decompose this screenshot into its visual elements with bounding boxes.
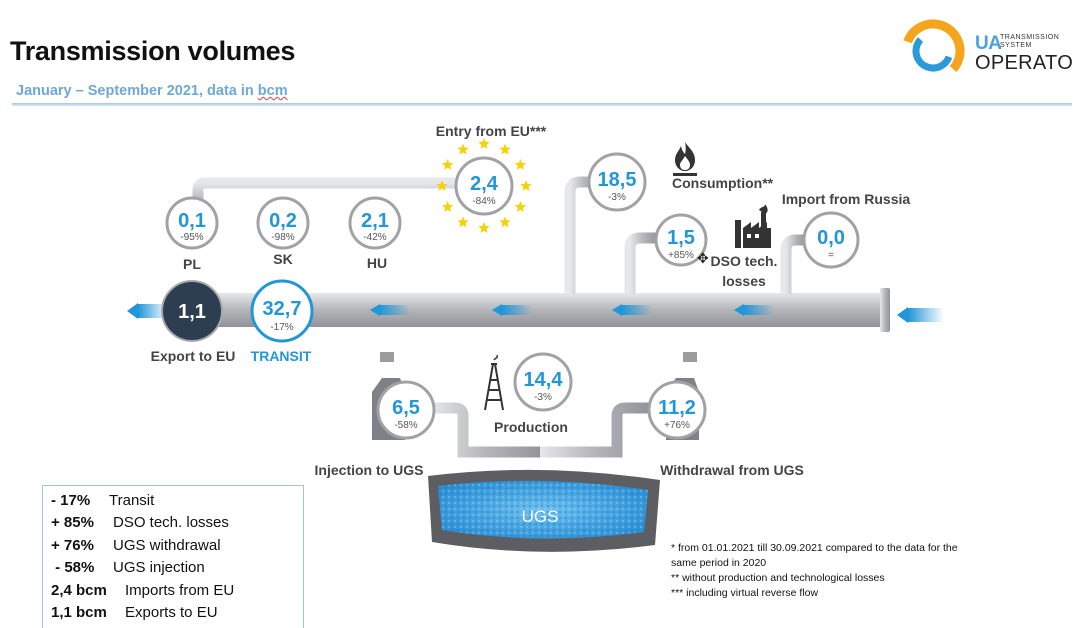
hu-change: -42% — [363, 232, 386, 243]
withdrawal-ugs-pipe — [540, 402, 650, 458]
eu-branch-pipe — [192, 177, 455, 219]
mouse-cursor-icon: ✥ — [697, 250, 709, 266]
sk-node — [256, 196, 310, 250]
pl-label: PL — [183, 256, 201, 272]
entry-eu-value: 2,4 — [470, 173, 499, 195]
hu-label: HU — [367, 255, 387, 271]
eu-star-icon — [514, 201, 527, 212]
dso-label-line1: DSO tech. — [711, 253, 778, 269]
logo-system-text: SYSTEM — [1000, 42, 1032, 49]
injection-value: 6,5 — [392, 397, 420, 419]
flow-arrows — [370, 304, 774, 316]
injection-label: Injection to UGS — [315, 462, 424, 478]
main-pipe-end-flange — [880, 288, 890, 332]
logo-ua-text: UA — [975, 33, 1002, 54]
sk-change: -98% — [271, 232, 294, 243]
footnotes: * from 01.01.2021 till 30.09.2021 compar… — [671, 541, 961, 601]
consumption-pipe — [564, 176, 600, 294]
logo-operator-text: OPERATOR — [975, 52, 1073, 74]
consumption-value: 18,5 — [598, 169, 637, 191]
withdrawal-change: +76% — [664, 420, 690, 431]
dso-label-line2: losses — [722, 273, 766, 289]
inflow-arrow-right — [897, 307, 944, 323]
dso-change: +85% — [668, 250, 694, 261]
consumption-change: -3% — [608, 192, 626, 203]
main-pipe — [215, 293, 885, 327]
production-label: Production — [494, 419, 568, 435]
legend-row: + 76%UGS withdrawal — [51, 537, 221, 554]
russia-value: 0,0 — [817, 227, 845, 249]
withdrawal-node — [647, 380, 707, 440]
dso-node — [654, 213, 708, 267]
ugs-label: UGS — [522, 507, 559, 526]
withdrawal-valve — [683, 352, 697, 362]
outflow-arrow-left — [127, 303, 168, 319]
hu-node — [348, 196, 402, 250]
summary-legend: - 17%Transit + 85%DSO tech. losses + 76%… — [42, 485, 304, 628]
dso-pipe — [624, 232, 658, 294]
eu-star-icon — [441, 159, 454, 170]
pl-node — [165, 196, 219, 250]
page-subtitle: January – September 2021, data in bcm — [16, 83, 288, 99]
pl-change: -95% — [180, 232, 203, 243]
transit-label: TRANSIT — [251, 348, 312, 364]
page-title: Transmission volumes — [10, 36, 296, 66]
eu-star-icon — [520, 180, 532, 191]
entry-eu-label: Entry from EU*** — [436, 123, 547, 139]
consumption-label: Consumption** — [672, 175, 774, 191]
eu-star-icon — [478, 222, 490, 233]
eu-star-icon — [441, 201, 454, 212]
russia-label: Import from Russia — [782, 191, 911, 207]
eu-star-icon — [457, 216, 469, 228]
transit-node — [250, 279, 314, 343]
withdrawal-value: 11,2 — [658, 397, 696, 419]
eu-star-icon — [499, 143, 511, 155]
production-value: 14,4 — [524, 369, 564, 391]
export-eu-value: 1,1 — [178, 301, 206, 323]
russia-pipe — [780, 234, 806, 294]
sk-value: 0,2 — [269, 210, 297, 232]
derrick-icon — [484, 354, 504, 411]
eu-star-icon — [478, 138, 490, 149]
legend-row: - 58%UGS injection — [51, 559, 205, 576]
export-eu-node — [161, 280, 223, 342]
consumption-node — [587, 152, 647, 212]
transit-change: -17% — [270, 322, 293, 333]
footnote-3: *** including virtual reverse flow — [671, 587, 819, 599]
gas-flame-icon — [673, 142, 697, 176]
legend-row: - 17%Transit — [51, 492, 155, 509]
russia-node — [802, 211, 860, 269]
pl-value: 0,1 — [178, 210, 206, 232]
company-logo-icon — [901, 19, 965, 83]
injection-change: -58% — [394, 420, 417, 431]
production-change: -3% — [534, 392, 552, 403]
export-eu-label: Export to EU — [151, 348, 236, 364]
legend-row: + 85%DSO tech. losses — [51, 514, 229, 531]
factory-icon — [735, 204, 771, 248]
hu-value: 2,1 — [361, 210, 389, 232]
injection-ugs-pipe — [430, 402, 545, 458]
transit-value: 32,7 — [263, 298, 302, 320]
logo-transmission-text: TRANSMISSION — [1000, 34, 1060, 41]
eu-star-icon — [457, 143, 469, 155]
injection-valve — [380, 352, 394, 362]
eu-star-icon — [499, 216, 511, 228]
russia-change: = — [828, 250, 834, 261]
production-node — [513, 352, 573, 412]
eu-star-icon — [436, 180, 448, 191]
dso-value: 1,5 — [667, 227, 695, 249]
header-rule — [12, 103, 1072, 106]
entry-eu-change: -84% — [472, 196, 495, 207]
eu-star-icon — [514, 159, 527, 170]
withdrawal-label: Withdrawal from UGS — [660, 462, 804, 478]
entry-eu-node — [454, 156, 514, 216]
sk-label: SK — [273, 251, 292, 267]
footnote-1: * from 01.01.2021 till 30.09.2021 compar… — [671, 542, 958, 569]
injection-node — [376, 380, 436, 440]
eu-stars-icon — [436, 138, 532, 233]
footnote-2: ** without production and technological … — [671, 572, 885, 584]
